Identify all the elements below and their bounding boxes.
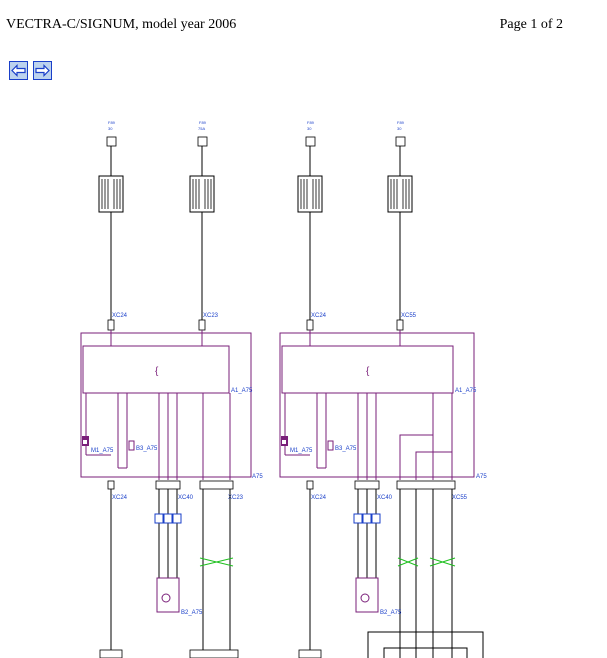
page-indicator: Page 1 of 2 — [499, 17, 563, 32]
connector-label: XC24 — [112, 313, 128, 319]
connector-label: XC24 — [112, 495, 128, 501]
svg-text:30: 30 — [307, 126, 312, 131]
document-title: VECTRA-C/SIGNUM, model year 2006 — [6, 17, 237, 32]
module-label: A75 — [252, 474, 263, 480]
connector-label: XC40 — [178, 495, 194, 501]
svg-text:30: 30 — [108, 126, 113, 131]
component-label: M1_A75 — [290, 448, 313, 454]
module-label: A75 — [476, 474, 487, 480]
svg-text:F89: F89 — [397, 120, 405, 125]
connector-label: XC55 — [401, 313, 417, 319]
component-label: B2_A75 — [380, 610, 402, 616]
svg-text:75A: 75A — [198, 126, 205, 131]
svg-text:F89: F89 — [199, 120, 207, 125]
connector-label: XC23 — [203, 313, 219, 319]
svg-text:30: 30 — [397, 126, 402, 131]
arrow-left-icon — [11, 64, 26, 77]
component-label: M1_A75 — [91, 448, 114, 454]
svg-text:F89: F89 — [108, 120, 116, 125]
svg-text:{: { — [366, 366, 370, 377]
svg-text:F89: F89 — [307, 120, 315, 125]
component-label: B2_A75 — [181, 610, 203, 616]
connector-label: XC23 — [228, 495, 244, 501]
component-label: B3_A75 — [136, 446, 158, 452]
previous-page-button[interactable] — [9, 61, 28, 80]
module-label: A1_A75 — [231, 388, 253, 394]
component-label: B3_A75 — [335, 446, 357, 452]
connector-label: XC24 — [311, 313, 327, 319]
connector-label: XC55 — [452, 495, 468, 501]
arrow-right-icon — [35, 64, 50, 77]
next-page-button[interactable] — [33, 61, 52, 80]
connector-label: XC40 — [377, 495, 393, 501]
svg-text:{: { — [155, 366, 159, 377]
module-label: A1_A75 — [455, 388, 477, 394]
connector-label: XC24 — [311, 495, 327, 501]
